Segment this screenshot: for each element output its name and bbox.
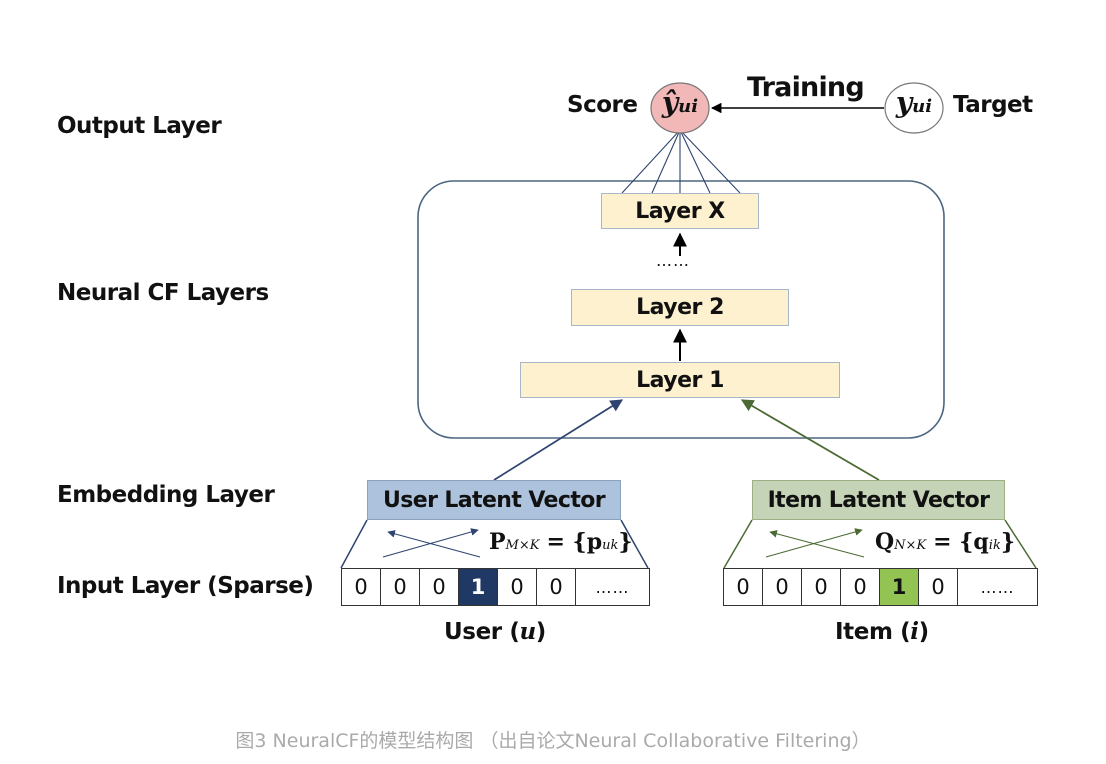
user-to-layer1-arrow <box>493 399 624 481</box>
item-vector-more: …… <box>980 577 1015 597</box>
user-vector-cell: 0 <box>381 569 420 605</box>
user-matrix-formula: PM×K = {puk} <box>489 529 633 555</box>
item-embedding-trapezoid <box>723 519 1037 569</box>
user-latent-vector: User Latent Vector <box>367 480 621 520</box>
layer-2-box: Layer 2 <box>571 289 789 326</box>
layer-1-box: Layer 1 <box>520 362 840 398</box>
score-symbol: ŷui <box>661 86 699 119</box>
user-vector-cell: 0 <box>498 569 537 605</box>
item-axis-label: Item (i) <box>835 618 929 645</box>
row-label-neural: Neural CF Layers <box>57 280 269 306</box>
training-label: Training <box>747 72 865 103</box>
item-vector-cell: 0 <box>841 569 880 605</box>
item-vector-cell: 0 <box>802 569 841 605</box>
figure-caption: 图3 NeuralCF的模型结构图 （出自论文Neural Collaborat… <box>235 730 871 752</box>
score-label: Score <box>567 92 638 118</box>
item-vector-cell: 1 <box>880 569 919 605</box>
score-fan-lines <box>621 129 741 194</box>
row-label-embedding: Embedding Layer <box>57 482 275 508</box>
item-vector-cell: 0 <box>763 569 802 605</box>
item-to-layer1-arrow <box>740 399 880 481</box>
user-vector-cell: 1 <box>459 569 498 605</box>
user-vector-cell: 0 <box>420 569 459 605</box>
target-symbol: yui <box>895 86 933 119</box>
item-vector-cell: 0 <box>724 569 763 605</box>
target-node <box>884 82 944 134</box>
score-node <box>650 82 710 134</box>
item-embedding-cross <box>765 528 865 558</box>
item-latent-vector: Item Latent Vector <box>752 480 1005 520</box>
user-vector-cell: 0 <box>342 569 381 605</box>
layer-ellipsis: …… <box>656 251 690 270</box>
user-vector-more: …… <box>595 577 630 597</box>
item-vector-cell: 0 <box>919 569 958 605</box>
item-matrix-formula: QN×K = {qik} <box>875 529 1015 555</box>
neural-cf-frame <box>417 180 945 439</box>
layer-x-box: Layer X <box>601 193 759 229</box>
user-vector-cell: 0 <box>537 569 576 605</box>
row-label-input: Input Layer (Sparse) <box>57 573 314 599</box>
user-embedding-trapezoid <box>340 519 649 569</box>
row-label-output: Output Layer <box>57 113 222 139</box>
user-axis-label: User (u) <box>444 618 546 645</box>
user-embedding-cross <box>382 528 481 558</box>
target-label: Target <box>953 92 1033 118</box>
